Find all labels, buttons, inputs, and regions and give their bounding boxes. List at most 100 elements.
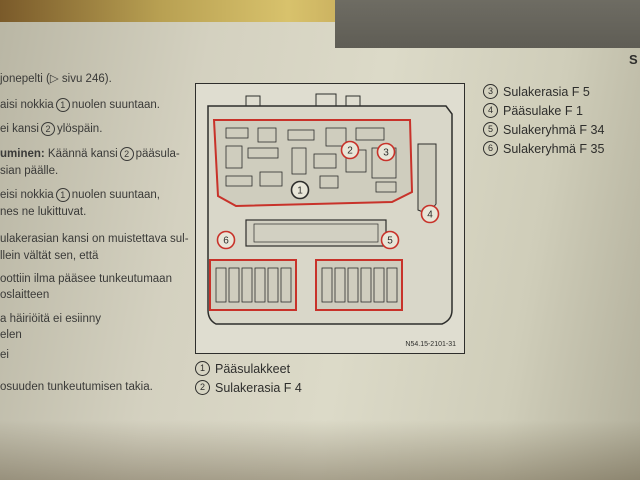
callout-number: 3 bbox=[383, 148, 389, 159]
legend-label: Sulakerasia F 5 bbox=[503, 84, 590, 99]
fuse-cell bbox=[313, 153, 337, 169]
legend-item: 5 Sulakeryhmä F 34 bbox=[483, 120, 604, 139]
fuse-cell bbox=[325, 127, 347, 147]
line-post: pääsula- bbox=[135, 148, 180, 161]
callout-circle bbox=[216, 230, 236, 250]
fuse-slot bbox=[267, 267, 279, 303]
legend-number: 3 bbox=[483, 84, 498, 99]
left-text-line: jonepelti (▷ sivu 246). bbox=[0, 72, 112, 86]
page-header-band bbox=[335, 0, 640, 48]
line-pre: aisi nokkia bbox=[0, 99, 54, 112]
legend-label: Sulakeryhmä F 34 bbox=[503, 122, 605, 137]
main-fuse-f1 bbox=[417, 143, 437, 215]
legend-label: Pääsulakkeet bbox=[215, 361, 291, 376]
fuse-slot bbox=[228, 267, 240, 303]
line-post: nuolen suuntaan. bbox=[71, 99, 160, 112]
legend-label: Pääsulake F 1 bbox=[503, 103, 583, 118]
fuse-group-f35 bbox=[209, 259, 297, 311]
legend-number: 5 bbox=[483, 122, 498, 137]
legend-item: 2 Sulakerasia F 4 bbox=[195, 378, 302, 397]
left-text-line: oslaitteen bbox=[0, 288, 49, 302]
line-text: ulakerasian kansi on muistettava sul- bbox=[0, 233, 189, 245]
line-text: elen bbox=[0, 329, 22, 341]
fuse-slot bbox=[386, 267, 398, 303]
legend-number: 4 bbox=[483, 103, 498, 118]
fuse-slot bbox=[334, 267, 346, 303]
callout-number: 2 bbox=[347, 146, 353, 157]
legend-item: 1 Pääsulakkeet bbox=[195, 359, 302, 378]
callout-circle bbox=[290, 180, 310, 200]
connector-inner bbox=[253, 223, 379, 243]
legend-number: 1 bbox=[195, 361, 210, 376]
left-text-line: ei bbox=[0, 348, 9, 362]
circled-number: 1 bbox=[55, 188, 70, 202]
line-text: oottiin ilma pääsee tunkeutumaan bbox=[0, 273, 172, 285]
fuse-slot bbox=[280, 267, 292, 303]
fuse-cell bbox=[257, 127, 277, 143]
callout-number: 5 bbox=[387, 236, 393, 247]
line-text: osuuden tunkeutumisen takia. bbox=[0, 381, 153, 393]
legend-right: 3 Sulakerasia F 5 4 Pääsulake F 1 5 Sulakeryh… bbox=[483, 82, 604, 158]
line-pre: eisi nokkia bbox=[0, 189, 54, 202]
circled-number: 2 bbox=[119, 147, 134, 161]
callout-circle bbox=[340, 140, 360, 160]
callout-number: 4 bbox=[427, 210, 433, 221]
main-fuse-block bbox=[212, 119, 414, 208]
line-text: a häiriöitä ei esiinny bbox=[0, 313, 102, 325]
left-text-line: nes ne lukittuvat. bbox=[0, 205, 86, 219]
left-text-line: llein vältät sen, että bbox=[0, 249, 98, 263]
left-text-line: a häiriöitä ei esiinny bbox=[0, 312, 101, 326]
callout-circle bbox=[380, 230, 400, 250]
legend-number: 6 bbox=[483, 141, 498, 156]
fuse-slot bbox=[241, 267, 253, 303]
callout-circle bbox=[420, 204, 440, 224]
legend-number: 2 bbox=[195, 380, 210, 395]
tab bbox=[345, 95, 361, 107]
fuse-group-f34 bbox=[315, 259, 403, 311]
callout-number: 1 bbox=[297, 186, 303, 197]
line-text: oslaitteen bbox=[0, 289, 50, 301]
fuse-cell bbox=[225, 145, 243, 169]
fuse-slot bbox=[373, 267, 385, 303]
legend-bottom: 1 Pääsulakkeet 2 Sulakerasia F 4 bbox=[195, 359, 302, 397]
line-text: llein vältät sen, että bbox=[0, 250, 99, 262]
corner-letter: S bbox=[629, 52, 638, 67]
left-text-line: osuuden tunkeutumisen takia. bbox=[0, 380, 153, 394]
line-text: jonepelti (▷ sivu 246). bbox=[0, 73, 112, 85]
fuse-cell bbox=[225, 127, 249, 139]
circled-number: 1 bbox=[55, 98, 70, 112]
line-text: sian päälle. bbox=[0, 165, 59, 177]
fuse-cell bbox=[247, 147, 279, 159]
fuse-cell bbox=[291, 147, 307, 175]
fuse-cell bbox=[225, 175, 253, 187]
legend-label: Sulakerasia F 4 bbox=[215, 380, 302, 395]
fuse-cell bbox=[287, 129, 315, 141]
line-text: nes ne lukittuvat. bbox=[0, 206, 87, 218]
left-text-line: sian päälle. bbox=[0, 164, 58, 178]
line-pre: Käännä kansi bbox=[44, 148, 118, 161]
figure-reference: N54.15-2101-31 bbox=[405, 341, 456, 348]
line-pre: ei kansi bbox=[0, 123, 39, 136]
tab bbox=[315, 93, 337, 107]
tab bbox=[245, 95, 261, 107]
line-post: ylöspäin. bbox=[57, 123, 103, 136]
fuse-cell bbox=[355, 127, 385, 141]
fuse-slot bbox=[360, 267, 372, 303]
bottom-shadow bbox=[0, 420, 640, 480]
legend-item: 4 Pääsulake F 1 bbox=[483, 101, 604, 120]
callout-circle bbox=[376, 142, 396, 162]
fuse-cell bbox=[259, 171, 283, 187]
line-text: ei bbox=[0, 349, 9, 361]
line-bold: uminen: bbox=[0, 148, 45, 161]
fuse-cell bbox=[319, 175, 339, 189]
line-post: nuolen suuntaan, bbox=[71, 189, 160, 202]
legend-item: 3 Sulakerasia F 5 bbox=[483, 82, 604, 101]
